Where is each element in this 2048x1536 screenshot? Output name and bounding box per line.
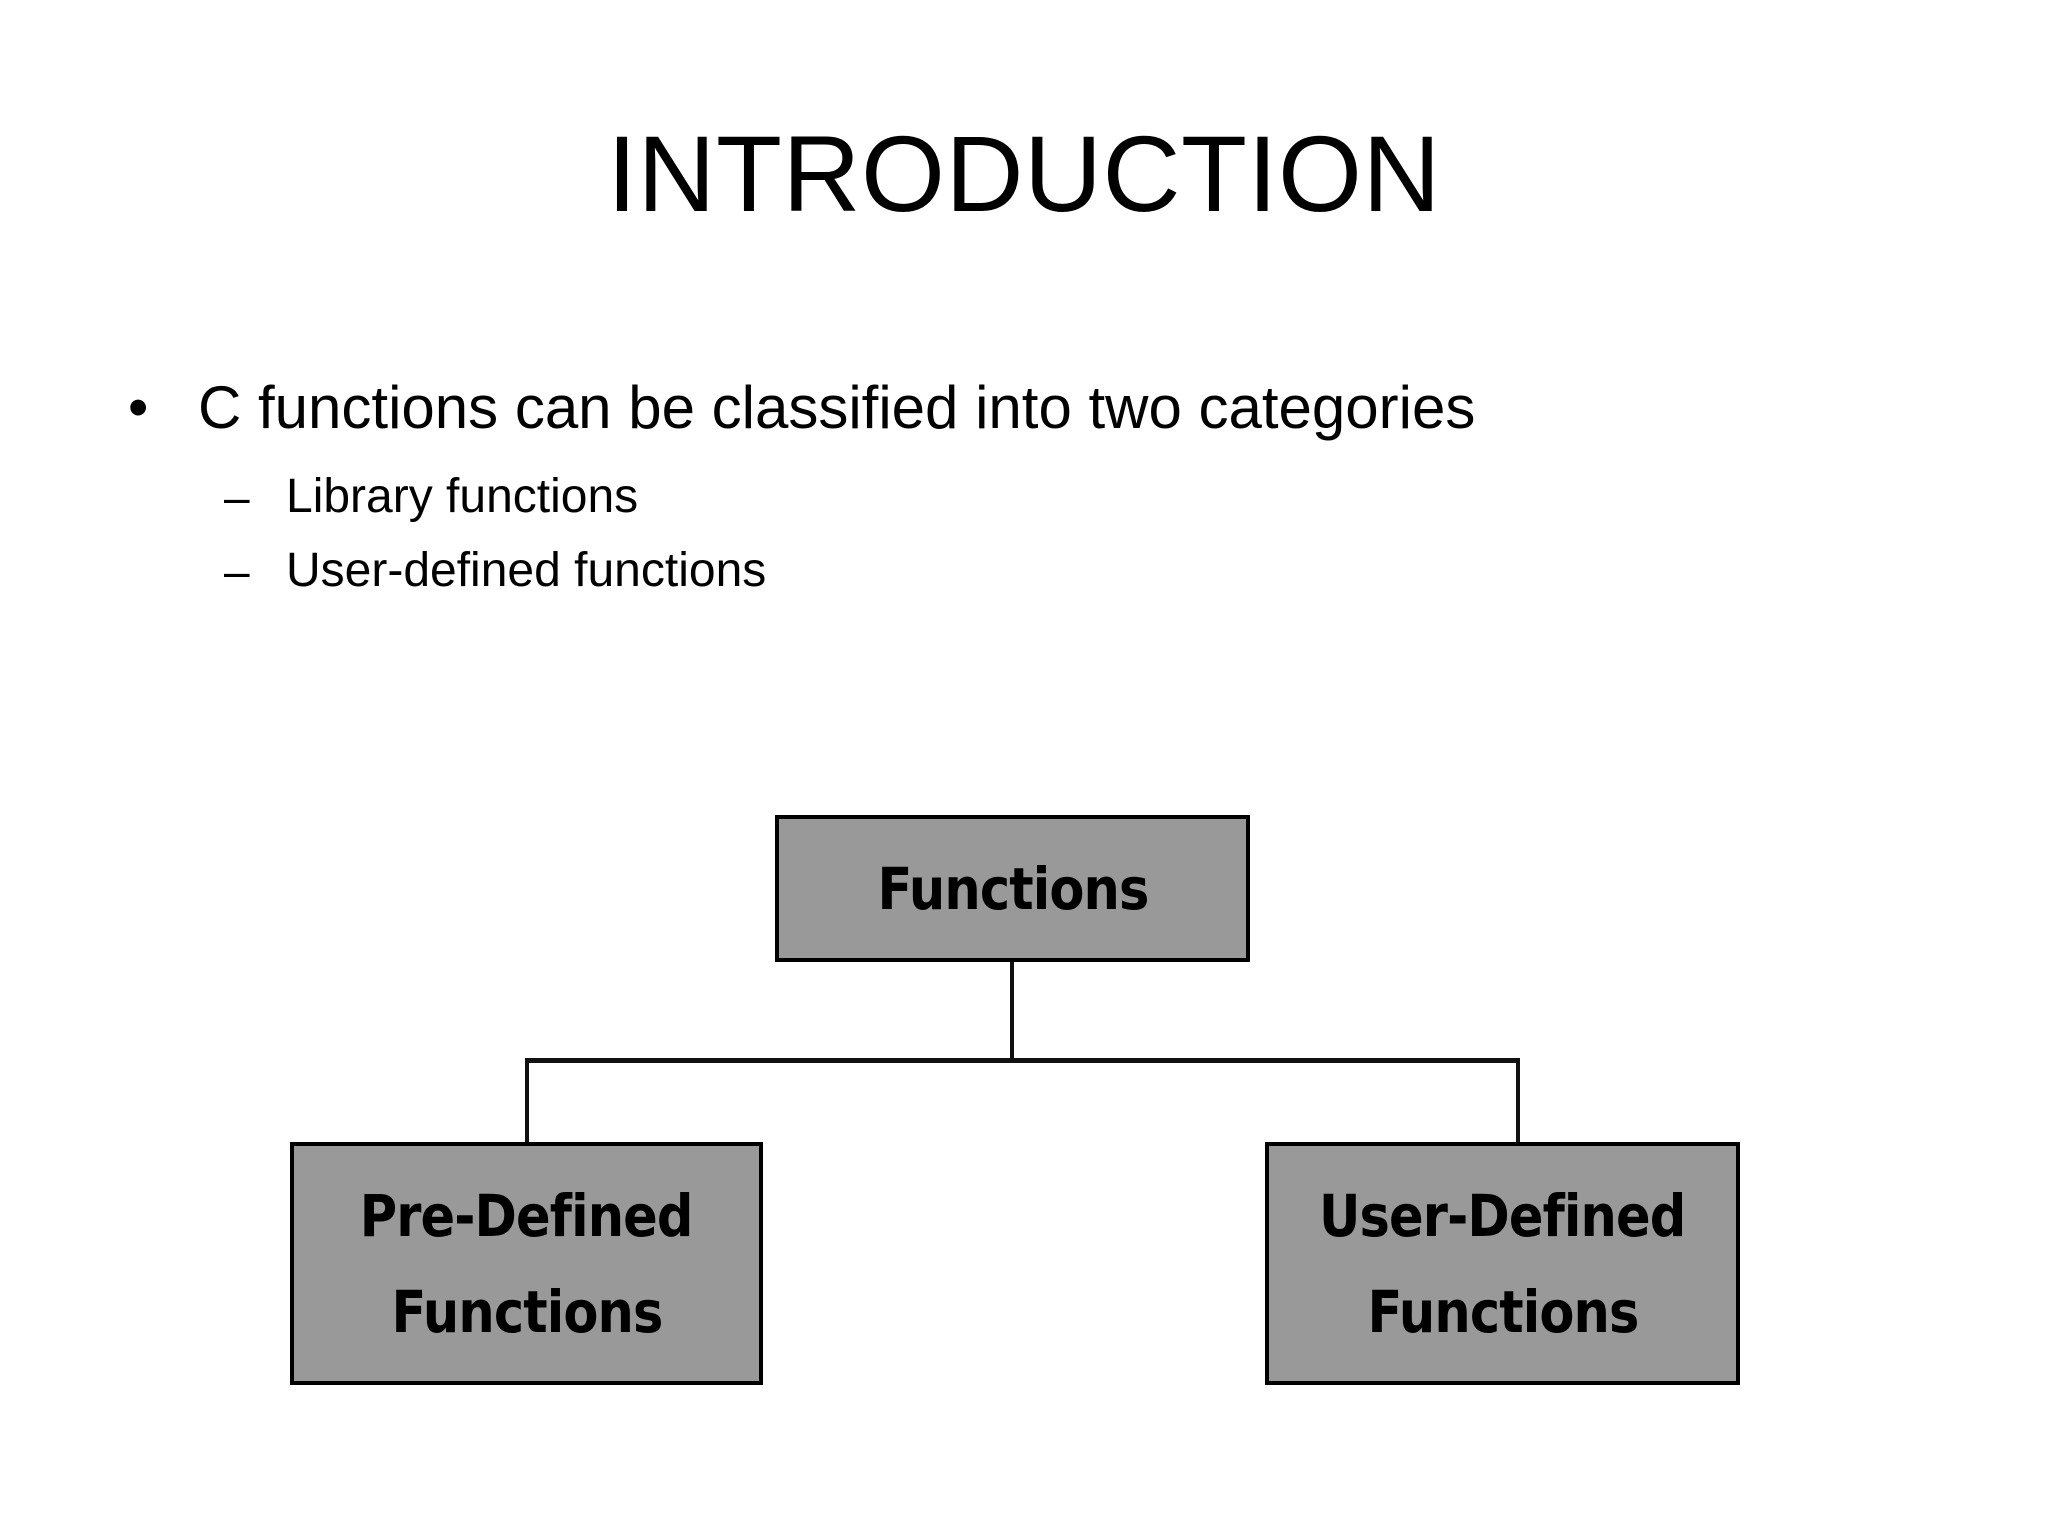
connector-left-vertical — [525, 1058, 529, 1144]
diagram-node-label-line2: Functions — [1366, 1277, 1639, 1346]
page-title: INTRODUCTION — [607, 113, 1441, 234]
bullet-list: • C functions can be classified into two… — [0, 372, 2048, 614]
connector-horizontal — [525, 1058, 1520, 1063]
dash-bullet-icon: – — [224, 471, 250, 523]
diagram-node-pre-defined-functions: Pre-Defined Functions — [290, 1142, 763, 1385]
diagram-node-label: Functions — [876, 854, 1149, 923]
bullet-dot-icon: • — [128, 375, 149, 440]
diagram-node-label-line1: Pre-Defined — [360, 1181, 694, 1250]
connector-right-vertical — [1516, 1058, 1520, 1144]
list-item: – User-defined functions — [0, 540, 2048, 602]
dash-bullet-icon: – — [224, 545, 250, 597]
bullet-text: C functions can be classified into two c… — [198, 374, 1476, 441]
diagram-node-label-line2: Functions — [390, 1277, 663, 1346]
diagram-node-label-line1: User-Defined — [1319, 1181, 1686, 1250]
list-item: • C functions can be classified into two… — [0, 372, 2048, 444]
connector-root-vertical — [1010, 962, 1014, 1062]
bullet-text: Library functions — [286, 470, 639, 523]
diagram-node-user-defined-functions: User-Defined Functions — [1265, 1142, 1740, 1385]
list-item: – Library functions — [0, 466, 2048, 528]
bullet-text: User-defined functions — [286, 544, 767, 597]
diagram-node-functions: Functions — [775, 815, 1250, 962]
